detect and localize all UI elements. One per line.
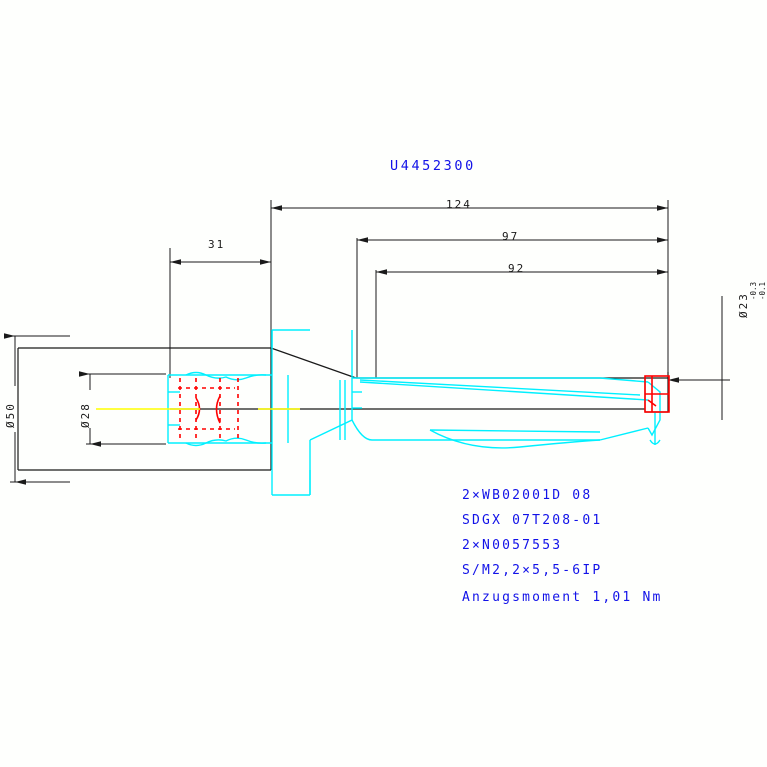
- dim-label-shank-length: 31: [208, 238, 226, 251]
- cutting-diameter-tolerance-lower: -0.1: [758, 281, 767, 300]
- cyan-bore-wave-bottom: [185, 437, 267, 447]
- cyan-helix-1: [359, 379, 641, 396]
- note-line-5: Anzugsmoment 1,01 Nm: [462, 590, 663, 605]
- cyan-tip-nose: [647, 381, 661, 437]
- red-insert-edge: [647, 399, 657, 407]
- cyan-tip-bottom: [599, 427, 649, 441]
- dim-label-97: 97: [502, 230, 520, 243]
- note-line-1: 2×WB02001D 08: [462, 488, 593, 503]
- cyan-tip-top: [599, 377, 649, 383]
- drawing-title: U4452300: [390, 158, 476, 174]
- dimension-lines: [4, 200, 730, 485]
- cyan-flute-fillet: [351, 419, 373, 441]
- cyan-flute-taper-a: [429, 429, 601, 433]
- cyan-helix-2: [359, 381, 649, 401]
- dim-label-92: 92: [508, 262, 526, 275]
- hidden-lines-red-solid: [195, 375, 670, 424]
- note-line-3: 2×N0057553: [462, 538, 563, 553]
- hidden-lines-red: [178, 378, 239, 440]
- note-line-4: S/M2,2×5,5-6IP: [462, 563, 603, 578]
- note-line-2: SDGX 07T208-01: [462, 513, 603, 528]
- dim-label-bore-diameter: Ø28: [79, 402, 92, 428]
- cyan-tip-point: [649, 439, 661, 445]
- dim-label-shank-diameter: Ø50: [4, 402, 17, 428]
- cyan-flute-curve: [429, 429, 601, 449]
- taper-edge: [270, 347, 357, 379]
- dim-label-overall-length: 124: [446, 198, 472, 211]
- cyan-bore-wave-top: [185, 371, 267, 381]
- tool-body-cyan: [167, 329, 661, 496]
- red-chamfer-right: [215, 395, 221, 424]
